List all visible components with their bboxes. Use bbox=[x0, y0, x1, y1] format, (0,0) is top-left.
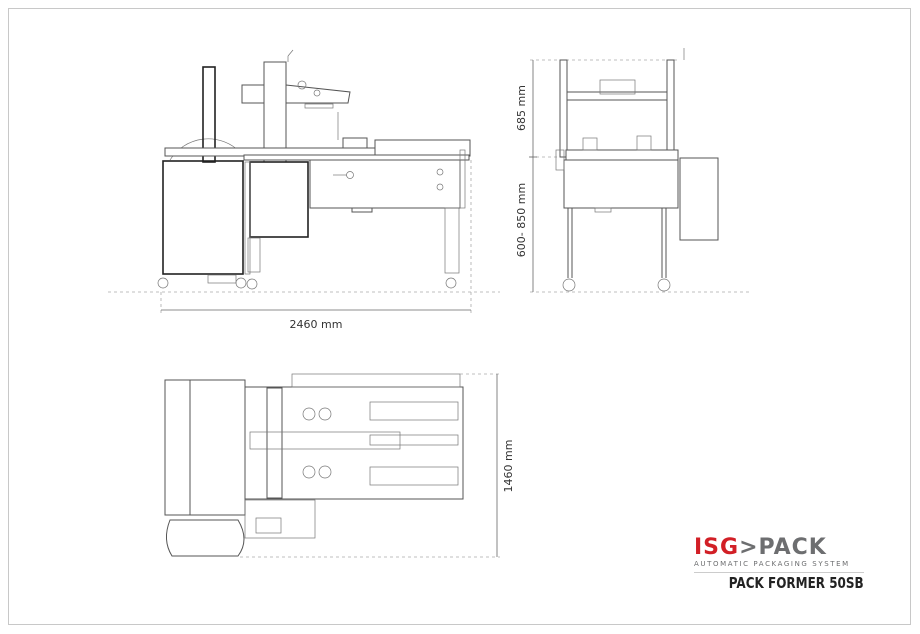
cabinet bbox=[162, 160, 244, 275]
logo-tagline: AUTOMATIC PACKAGING SYSTEM bbox=[694, 560, 850, 568]
top-view: 1460 mm bbox=[164, 373, 515, 558]
tape-roll-housing bbox=[679, 157, 719, 241]
isg-pack-logo: ISG>PACK AUTOMATIC PACKAGING SYSTEM bbox=[694, 537, 864, 573]
end-body bbox=[563, 159, 679, 209]
end-view: 685 mm 600- 850 mm bbox=[515, 48, 750, 293]
tape-arm bbox=[202, 66, 216, 163]
model-name: PACK FORMER 50SB bbox=[729, 574, 864, 592]
length-dimension: 2460 mm bbox=[290, 318, 343, 331]
table-height-dimension: 600- 850 mm bbox=[515, 183, 528, 257]
logo-divider bbox=[694, 572, 864, 573]
upper-height-dimension: 685 mm bbox=[515, 85, 528, 131]
side-view: 2460 mm bbox=[108, 49, 500, 331]
logo-isg: ISG bbox=[694, 535, 740, 560]
column bbox=[263, 61, 287, 163]
logo-pack: PACK bbox=[758, 535, 827, 560]
top-head bbox=[241, 84, 351, 104]
conveyor-body bbox=[309, 159, 461, 209]
logo-separator: > bbox=[739, 535, 759, 560]
drawing-border bbox=[8, 8, 911, 625]
operator-handle bbox=[166, 519, 245, 557]
side-door bbox=[249, 161, 309, 238]
width-dimension: 1460 mm bbox=[502, 440, 515, 493]
cabinet-top bbox=[189, 379, 246, 516]
